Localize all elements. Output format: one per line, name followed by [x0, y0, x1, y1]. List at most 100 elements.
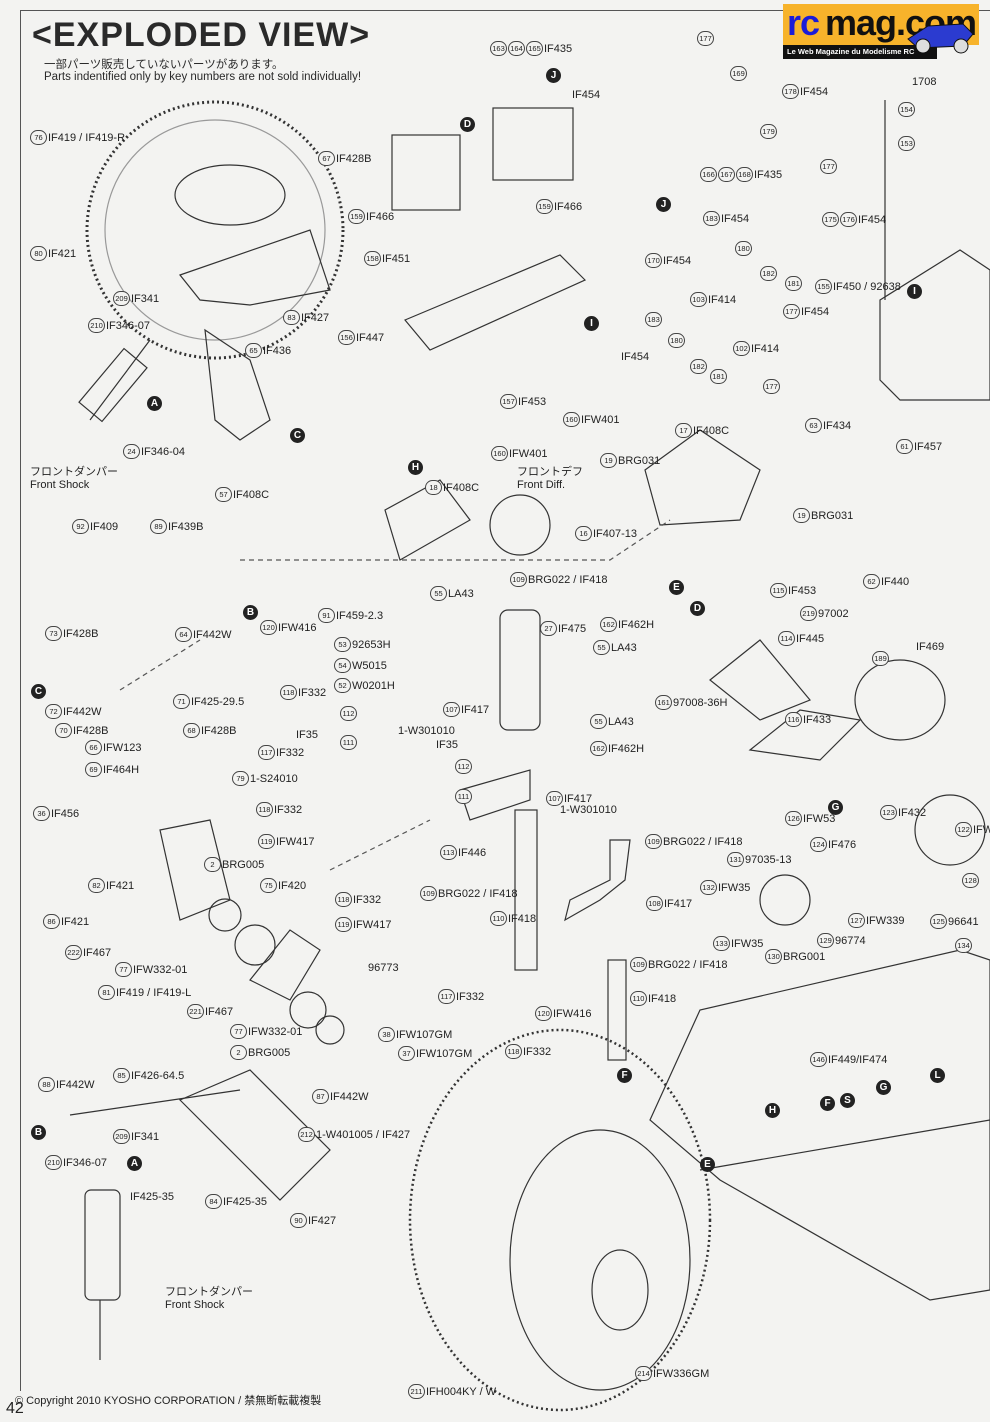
part-code: 97008-36H — [673, 696, 728, 709]
key-number-badge: 116 — [785, 712, 802, 727]
key-number-badge: 2 — [204, 857, 221, 872]
page-title: <EXPLODED VIEW> — [32, 16, 371, 54]
part-label: 177 — [697, 31, 714, 46]
connection-key-marker: D — [690, 601, 705, 616]
key-number-badge: 222 — [65, 945, 82, 960]
part-code: LA43 — [448, 587, 474, 600]
part-code: IF332 — [298, 686, 327, 699]
front-diff-caption: フロントデフ Front Diff. — [517, 466, 583, 492]
part-code: IFH004KY / W — [426, 1385, 497, 1398]
key-number-badge: 27 — [540, 621, 557, 636]
key-number-badge: 103 — [690, 292, 707, 307]
part-code: IFW332-01 — [133, 963, 188, 976]
key-number-badge: 212 — [298, 1127, 315, 1142]
key-number-badge: 214 — [635, 1366, 652, 1381]
part-code: IF341 — [131, 1130, 160, 1143]
part-label: IF454 — [572, 89, 600, 101]
key-number-badge: 126 — [785, 811, 802, 826]
rcmag-logo[interactable]: rc mag.com Le Web Magazine du Modelisme … — [783, 2, 979, 59]
rc-car-icon — [907, 23, 974, 54]
key-number-badge: 73 — [45, 626, 62, 641]
part-code: IF35 — [436, 739, 459, 751]
key-number-badge: 17 — [675, 423, 692, 438]
key-number-badge: 87 — [312, 1089, 329, 1104]
caption-jp: フロントダンパー — [165, 1286, 253, 1298]
key-number-badge: 189 — [872, 651, 889, 666]
part-code: IF434 — [823, 419, 852, 432]
key-number-badge: 118 — [256, 802, 273, 817]
part-label: IF469 — [916, 641, 944, 653]
key-number-badge: 77 — [115, 962, 132, 977]
key-number-badge: 169 — [730, 66, 747, 81]
key-number-badge: 82 — [88, 878, 105, 893]
part-code: IF457 — [914, 440, 943, 453]
key-number-badge: 57 — [215, 487, 232, 502]
part-code: IF435 — [544, 42, 573, 55]
part-label: 154 — [898, 102, 915, 117]
page-number: 42 — [6, 1400, 24, 1417]
key-number-badge: 76 — [30, 130, 47, 145]
key-number-badge: 102 — [733, 341, 750, 356]
part-code: IF408C — [233, 488, 270, 501]
part-code: IF476 — [828, 838, 857, 851]
key-number-badge: 120 — [260, 620, 277, 635]
part-label: 183 — [645, 312, 662, 327]
part-code: BRG001 — [783, 950, 826, 963]
key-number-badge: 65 — [245, 343, 262, 358]
part-code: IF421 — [61, 915, 90, 928]
subtitle-en: Parts indentified only by key numbers ar… — [44, 71, 362, 83]
part-code: 1-W301010 — [560, 804, 617, 816]
servos — [391, 107, 574, 211]
key-number-badge: 109 — [510, 572, 527, 587]
part-label: 134 — [955, 938, 972, 953]
center-shock — [459, 609, 541, 971]
key-number-badge: 175 — [822, 212, 839, 227]
part-code: IF428B — [336, 152, 372, 165]
part-label: 181 — [785, 276, 802, 291]
part-label: 181 — [710, 369, 727, 384]
key-number-badge: 156 — [338, 330, 355, 345]
key-number-badge: 120 — [535, 1006, 552, 1021]
key-number-badge: 70 — [55, 723, 72, 738]
key-number-badge: 67 — [318, 151, 335, 166]
key-number-badge: 119 — [335, 917, 352, 932]
key-number-badge: 183 — [645, 312, 662, 327]
part-code: IFW107GM — [416, 1047, 473, 1060]
key-number-badge: 113 — [440, 845, 457, 860]
key-number-badge: 107 — [546, 791, 563, 806]
key-number-badge: 133 — [713, 936, 730, 951]
connection-key-marker: S — [840, 1093, 855, 1108]
part-code: IF346-07 — [106, 319, 151, 332]
key-number-badge: 71 — [173, 694, 190, 709]
key-number-badge: 180 — [668, 333, 685, 348]
key-number-badge: 118 — [505, 1044, 522, 1059]
part-code: W5015 — [352, 659, 387, 672]
